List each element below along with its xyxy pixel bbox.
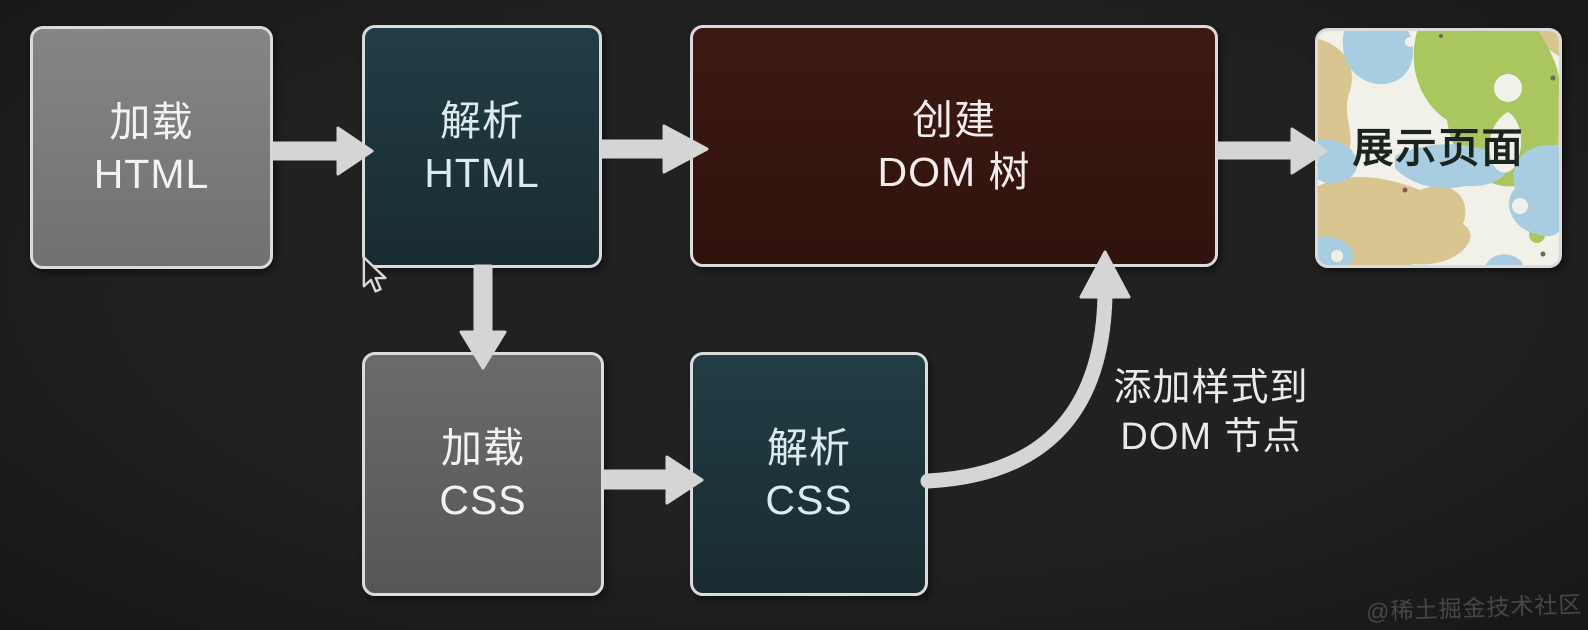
- map-thumbnail-icon: [1318, 31, 1559, 265]
- mouse-cursor-icon: [362, 256, 387, 293]
- node-load-html-label-line2: HTML: [93, 150, 210, 197]
- arrow-create-dom-to-display-page: [1216, 127, 1328, 175]
- annotation-line2: DOM 节点: [1120, 416, 1302, 458]
- node-create-dom-label-line2: DOM 树: [877, 149, 1031, 195]
- node-load-css: 加载 CSS: [362, 352, 604, 596]
- arrow-load-css-to-parse-css: [602, 455, 704, 505]
- node-load-html: 加载 HTML: [30, 26, 273, 269]
- annotation-add-style-to-dom: 添加样式到 DOM 节点: [1092, 364, 1330, 462]
- arrow-parse-css-to-create-dom-curve: [920, 288, 1113, 489]
- node-create-dom-tree: 创建 DOM 树: [690, 25, 1218, 267]
- node-parse-html-label-line2: HTML: [424, 149, 540, 196]
- node-load-css-label-line2: CSS: [439, 477, 527, 523]
- node-parse-html-label-line1: 解析: [440, 97, 524, 144]
- node-parse-css-label-line1: 解析: [767, 425, 851, 471]
- node-parse-css: 解析 CSS: [690, 352, 928, 596]
- node-display-page-label: 展示页面: [1352, 125, 1525, 171]
- watermark: @稀土掘金技术社区: [1365, 591, 1583, 625]
- node-parse-css-label-line2: CSS: [765, 477, 853, 523]
- node-load-html-label-line1: 加载: [109, 98, 194, 145]
- arrow-load-html-to-parse-html: [271, 126, 374, 176]
- node-load-css-label-line1: 加载: [441, 425, 525, 471]
- node-parse-html: 解析 HTML: [362, 25, 602, 268]
- node-display-page: 展示页面: [1315, 28, 1562, 268]
- annotation-line1: 添加样式到: [1113, 367, 1309, 409]
- node-create-dom-label-line1: 创建: [912, 97, 996, 143]
